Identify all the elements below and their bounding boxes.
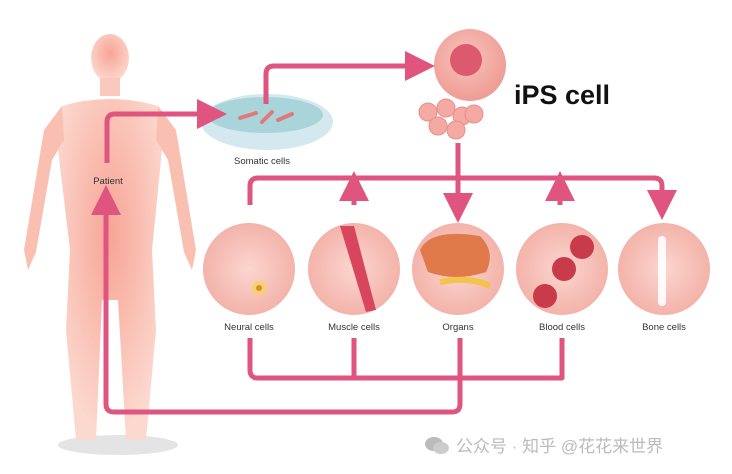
neural-cells-label: Neural cells [224, 322, 274, 333]
somatic-cells-label: Somatic cells [234, 156, 290, 167]
ips-cell [418, 29, 506, 140]
bone-cells-label: Bone cells [642, 322, 686, 333]
petri-dish [201, 94, 333, 150]
blood-cells-label: Blood cells [539, 322, 585, 333]
patient-label: Patient [93, 176, 123, 187]
watermark-text: 公众号 · 知乎 @花花来世界 [456, 437, 664, 456]
watermark: 公众号 · 知乎 @花花来世界 [424, 432, 663, 457]
patient-body [24, 34, 196, 455]
flow-arrows [91, 51, 677, 415]
target-circles [203, 223, 710, 315]
wechat-icon [424, 435, 450, 455]
ips-cell-title: iPS cell [514, 80, 611, 110]
organs-label: Organs [442, 322, 474, 333]
muscle-cells-label: Muscle cells [328, 322, 380, 333]
